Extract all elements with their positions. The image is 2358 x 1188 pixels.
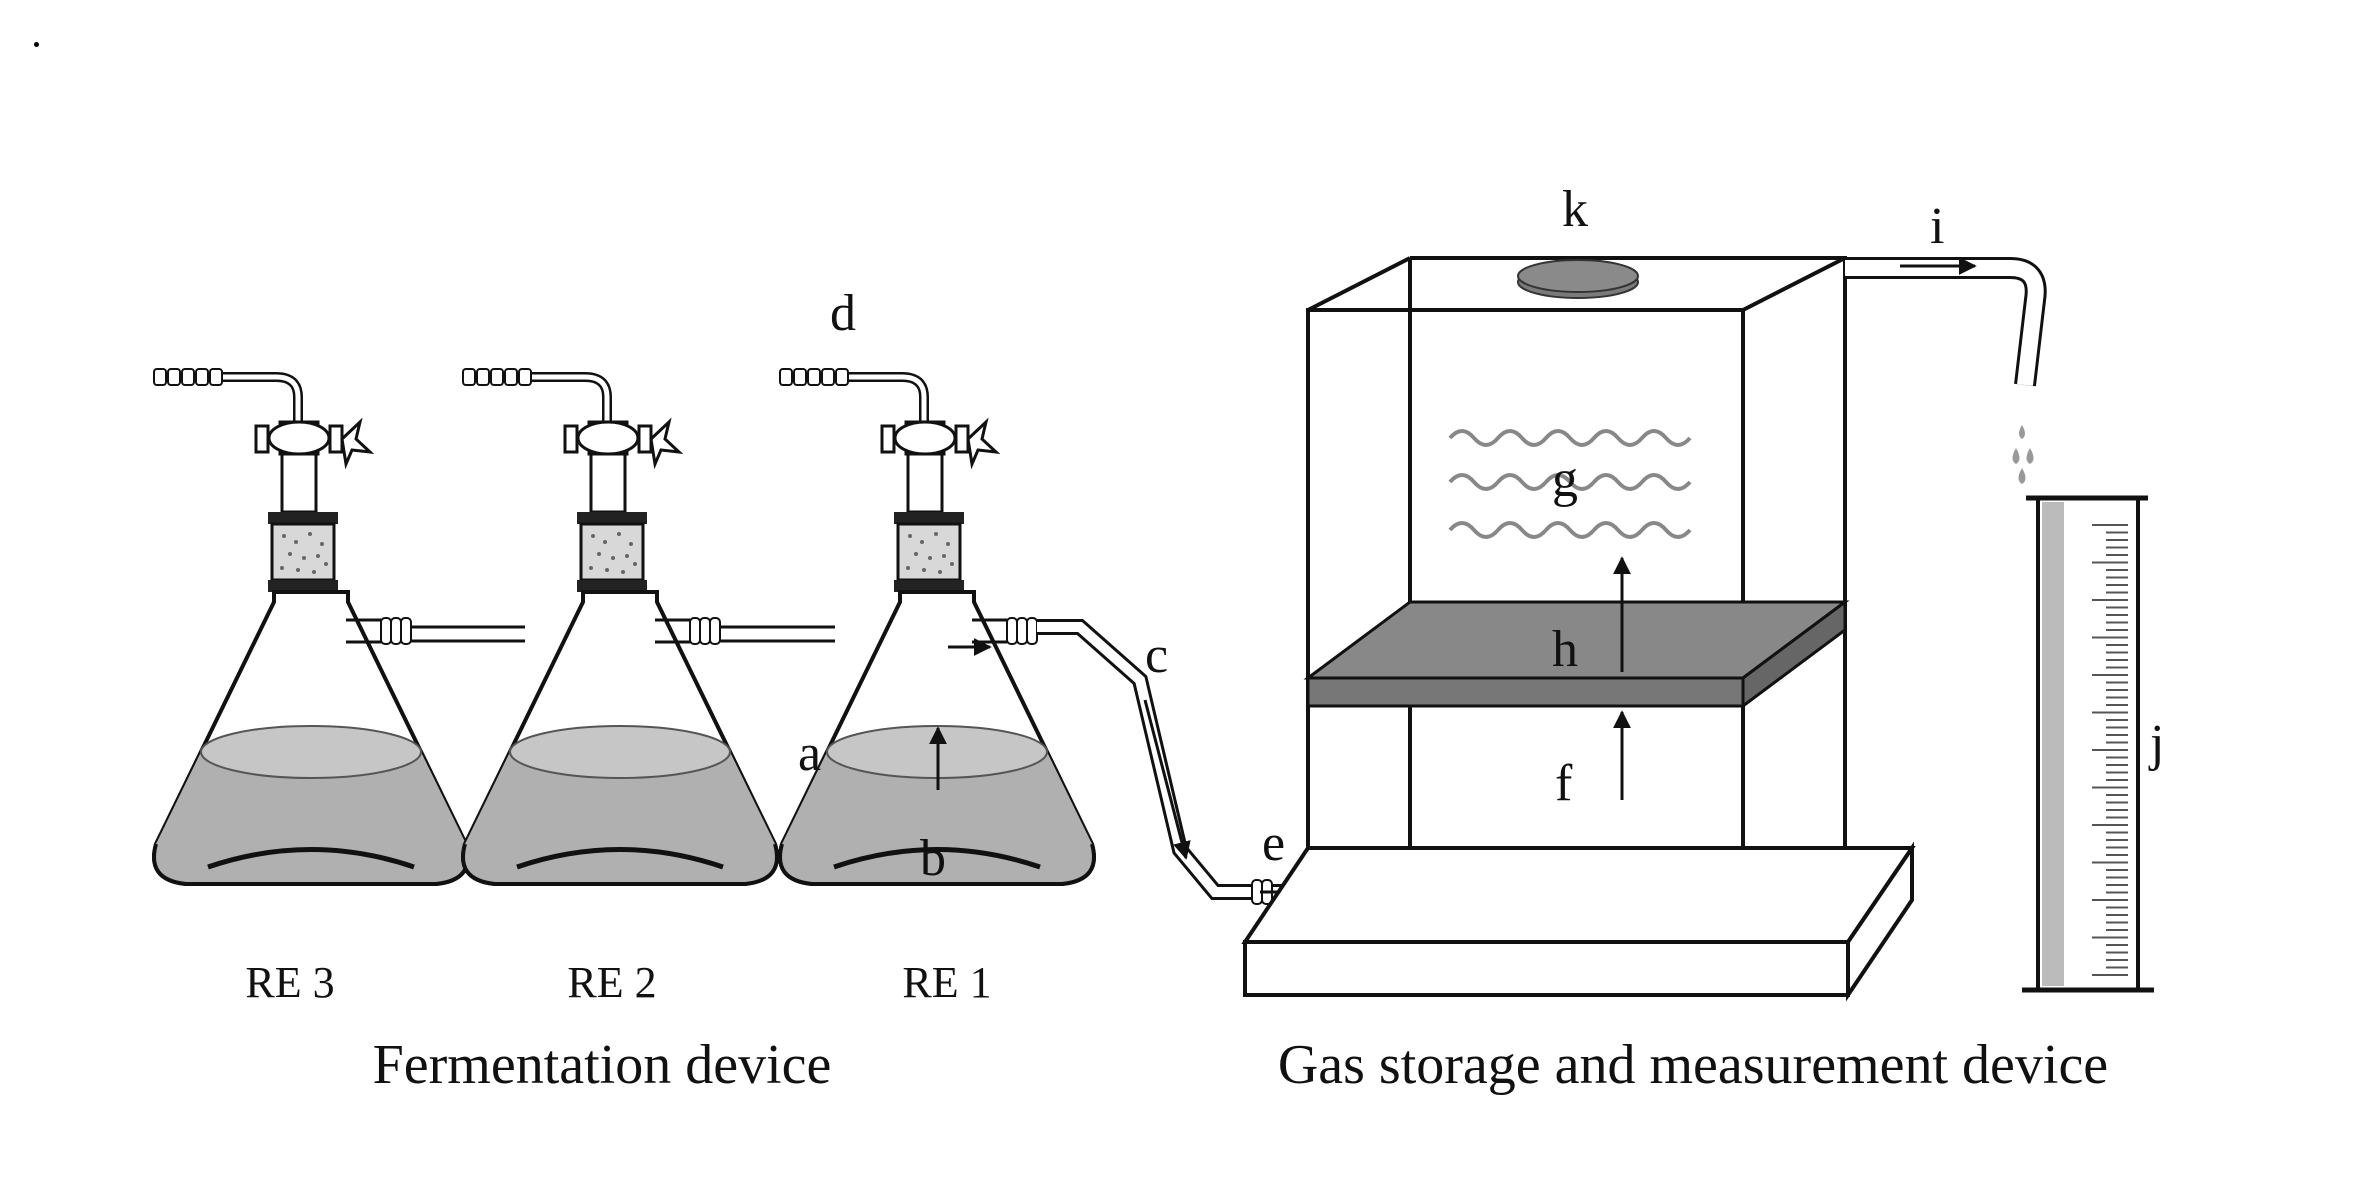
flask-label-re2: RE 2	[567, 958, 656, 1007]
label-j: j	[2148, 715, 2164, 772]
flask-re2: RE 2	[463, 369, 835, 1007]
gas-tube	[1037, 619, 1320, 905]
label-k: k	[1562, 181, 1588, 238]
caption-gas-storage: Gas storage and measurement device	[1278, 1034, 2108, 1096]
label-c: c	[1145, 627, 1168, 684]
label-d: d	[830, 285, 856, 342]
flask-label-re1: RE 1	[902, 958, 991, 1007]
label-a: a	[798, 725, 821, 782]
label-g: g	[1552, 451, 1578, 508]
label-h: h	[1552, 621, 1578, 678]
flask-re1: RE 1	[780, 369, 1094, 1007]
flask-label-re3: RE 3	[245, 958, 334, 1007]
gas-storage-box	[1241, 256, 2047, 1002]
label-i: i	[1930, 198, 1944, 255]
flask-re3: RE 3	[154, 369, 525, 1007]
corner-dot	[34, 42, 39, 47]
caption-fermentation: Fermentation device	[373, 1034, 832, 1096]
label-f: f	[1555, 755, 1573, 812]
label-b: b	[920, 830, 946, 887]
label-e: e	[1262, 815, 1285, 872]
graduated-cylinder	[2022, 495, 2154, 993]
gas-waves	[1448, 429, 1692, 539]
